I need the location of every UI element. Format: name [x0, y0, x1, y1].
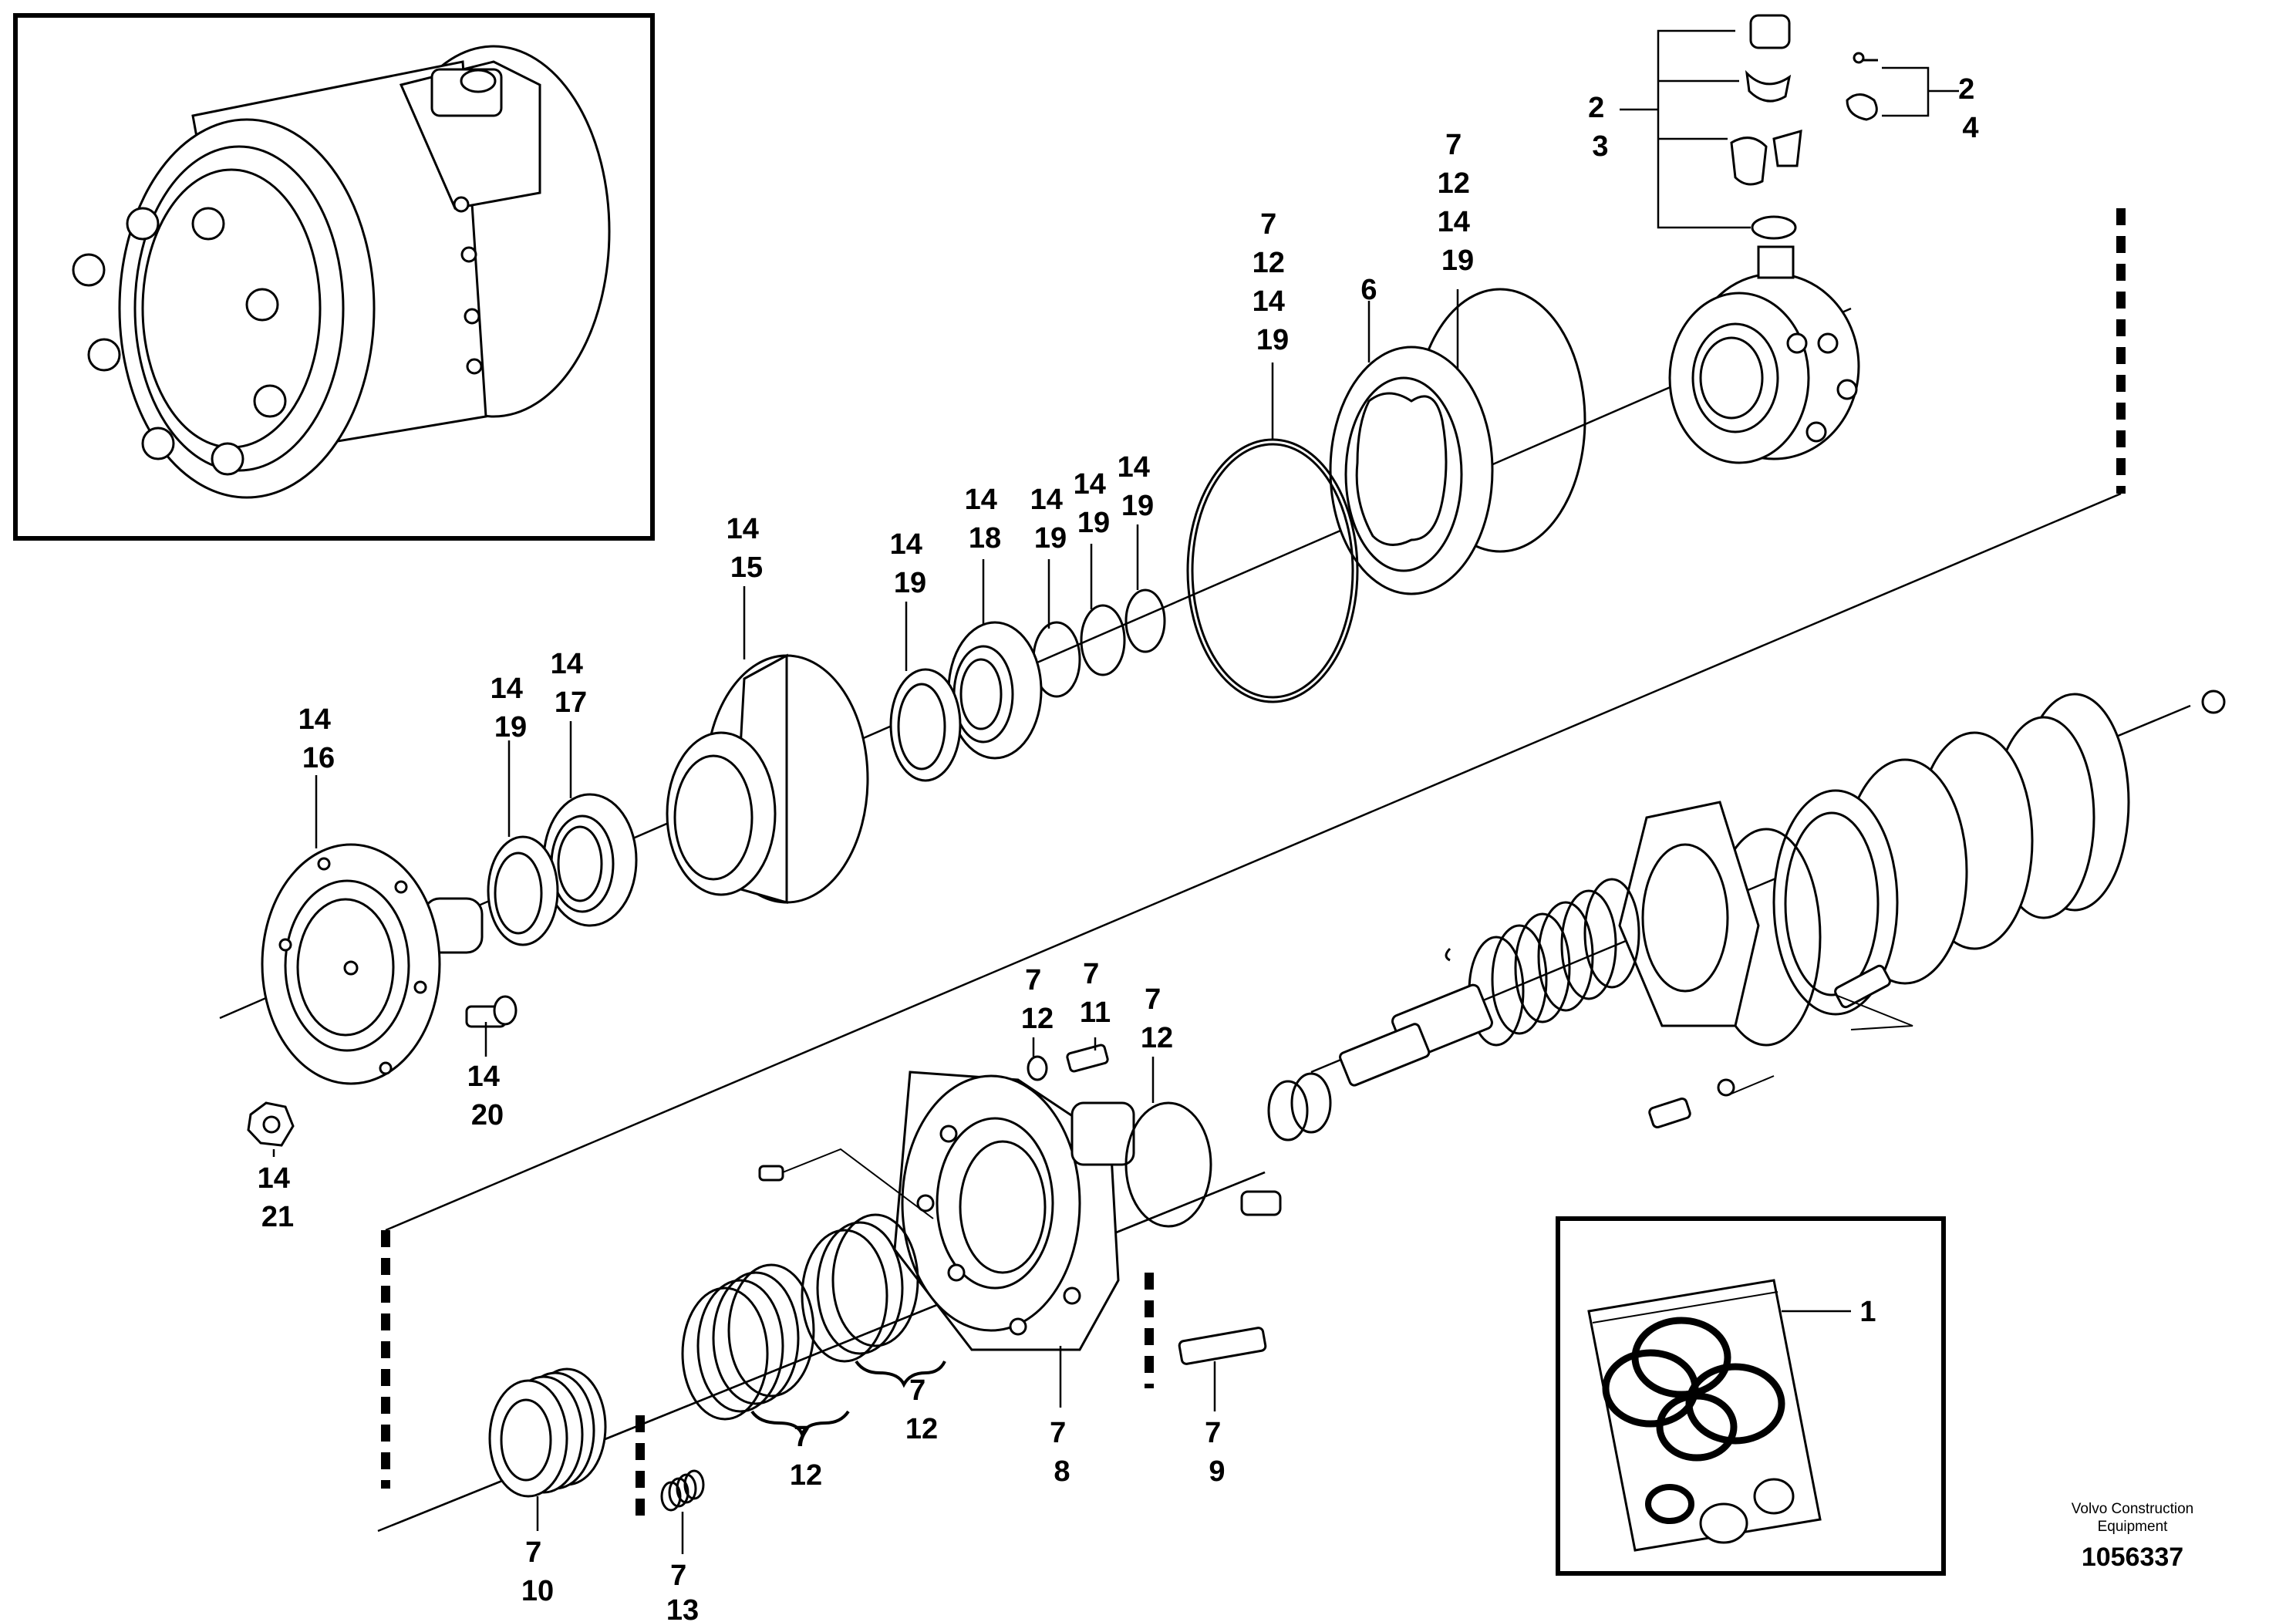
seal-19-a: [487, 835, 559, 946]
label-seals-7-12-b: 7 12: [905, 1374, 938, 1445]
friction-discs: [1468, 878, 1640, 1047]
spring-13: [660, 1469, 705, 1512]
leader-lines: [272, 289, 1459, 1554]
seal-stack-12-b: [681, 1263, 815, 1421]
document-number: 1056337: [2082, 1543, 2183, 1572]
plug-kit-2-4: [1846, 52, 1959, 121]
piston-10: [488, 1367, 607, 1498]
label-plug-2-4: 2 4: [1958, 73, 1983, 144]
brand-block: Volvo Construction Equipment 1056337: [2072, 1501, 2193, 1572]
inset-bolts: [72, 207, 287, 476]
brake-drum-housing: [1668, 245, 1860, 464]
callout-labels: 1 2 3 2 4 7 12 14 19 7 12 14 19 6 14 19 …: [258, 73, 1983, 1622]
assembled-motor-illustration: [72, 45, 611, 499]
label-ring-7-12-14-19-right: 7 12 14 19: [1438, 129, 1478, 277]
label-ring-14-19-c: 14 19: [1030, 484, 1071, 555]
label-plug-2-3: 2 3: [1588, 92, 1613, 163]
seal-rings-19: [1032, 588, 1166, 698]
brand-company-line1: Volvo Construction: [2072, 1501, 2193, 1517]
nut-21: [247, 1101, 295, 1147]
brake-pack: [1267, 690, 2226, 1141]
seal-19-b: [889, 668, 962, 782]
pin: [758, 1148, 934, 1219]
end-housing-8: [893, 1071, 1135, 1351]
label-ring-14-19-d: 14 19: [1074, 468, 1114, 539]
braces: [750, 1360, 946, 1440]
label-screw-7-11: 7 11: [1080, 958, 1111, 1029]
label-kit-1: 1: [1859, 1296, 1876, 1328]
label-hub-14-15: 14 15: [727, 513, 767, 584]
screw-20: [465, 995, 518, 1028]
plug-with-bolt-9: [1178, 1190, 1282, 1365]
dashed-connectors: [381, 208, 2126, 1523]
label-ring-7-12-14-19-left: 7 12 14 19: [1253, 208, 1293, 356]
label-bolt-7-9: 7 9: [1205, 1417, 1229, 1488]
motor-housing-6: [1186, 288, 1586, 703]
cover-16: [261, 843, 484, 1085]
label-spring-7-13: 7 13: [666, 1560, 699, 1622]
assembled-motor-inset: [13, 13, 655, 541]
hub-15: [666, 653, 869, 904]
label-housing-7-8: 7 8: [1050, 1417, 1074, 1488]
label-oring-7-12: 7 12: [1141, 983, 1173, 1054]
washer-12: [1027, 1055, 1048, 1081]
seal-stack-12-a: [801, 1213, 919, 1363]
brake-bolts: [1648, 964, 1891, 1129]
label-seals-7-12-a: 7 12: [790, 1421, 822, 1492]
label-seal-14-19-a: 14 19: [491, 673, 531, 744]
kit-orings: [1602, 1317, 1795, 1544]
label-screw-14-20: 14 20: [467, 1061, 508, 1131]
label-nut-14-21: 14 21: [258, 1162, 298, 1233]
label-washer-7-12: 7 12: [1021, 964, 1054, 1035]
label-housing-6: 6: [1360, 274, 1377, 306]
bearing-18: [947, 621, 1043, 760]
label-piston-7-10: 7 10: [521, 1536, 554, 1607]
bearing-17: [542, 793, 638, 927]
spring-rings: [1267, 1072, 1332, 1141]
label-ring-14-19-e: 14 19: [1118, 451, 1158, 522]
screw-11: [1066, 1044, 1109, 1073]
oring-12: [1124, 1101, 1212, 1228]
label-seal-14-19-b: 14 19: [890, 528, 931, 599]
brand-company-line2: Equipment: [2098, 1519, 2169, 1535]
seal-kit-bag: [1587, 1279, 1822, 1552]
label-bearing-14-17: 14 17: [551, 648, 592, 719]
label-cover-14-16: 14 16: [298, 703, 339, 774]
seal-kit-inset: [1556, 1216, 1946, 1576]
label-bearing-14-18: 14 18: [965, 484, 1006, 555]
plug-kit-2-3: [1620, 14, 1802, 240]
inset-flange-holes: [453, 196, 483, 375]
